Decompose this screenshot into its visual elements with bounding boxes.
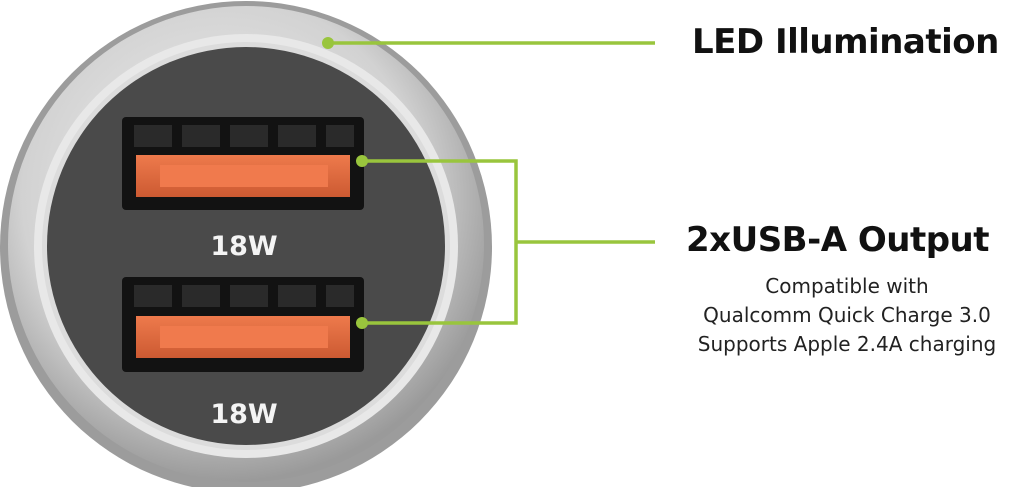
led-callout-dot bbox=[322, 37, 334, 49]
usb-callout-dot-bottom bbox=[356, 317, 368, 329]
port-power-label: 18W bbox=[210, 231, 277, 262]
usb-callout-dot-top bbox=[356, 155, 368, 167]
usb-port-pins bbox=[134, 125, 354, 147]
callout-lines bbox=[328, 41, 655, 325]
led-illumination-title: LED Illumination bbox=[692, 22, 999, 62]
usb-port-pins bbox=[134, 285, 354, 307]
usb-output-title: 2xUSB-A Output bbox=[686, 220, 990, 260]
usb-output-description: Compatible with Qualcomm Quick Charge 3.… bbox=[672, 272, 1022, 359]
usb-port-tongue-face bbox=[160, 165, 328, 187]
usb-desc-line: Qualcomm Quick Charge 3.0 bbox=[703, 303, 991, 327]
usb-desc-line: Supports Apple 2.4A charging bbox=[697, 332, 997, 356]
usb-port-bottom[interactable] bbox=[122, 277, 364, 372]
usb-port-top[interactable] bbox=[122, 117, 364, 210]
callout-dots bbox=[322, 37, 368, 329]
port-power-label: 18W bbox=[210, 399, 277, 430]
usb-desc-line: Compatible with bbox=[765, 274, 929, 298]
usb-port-tongue-face bbox=[160, 326, 328, 348]
